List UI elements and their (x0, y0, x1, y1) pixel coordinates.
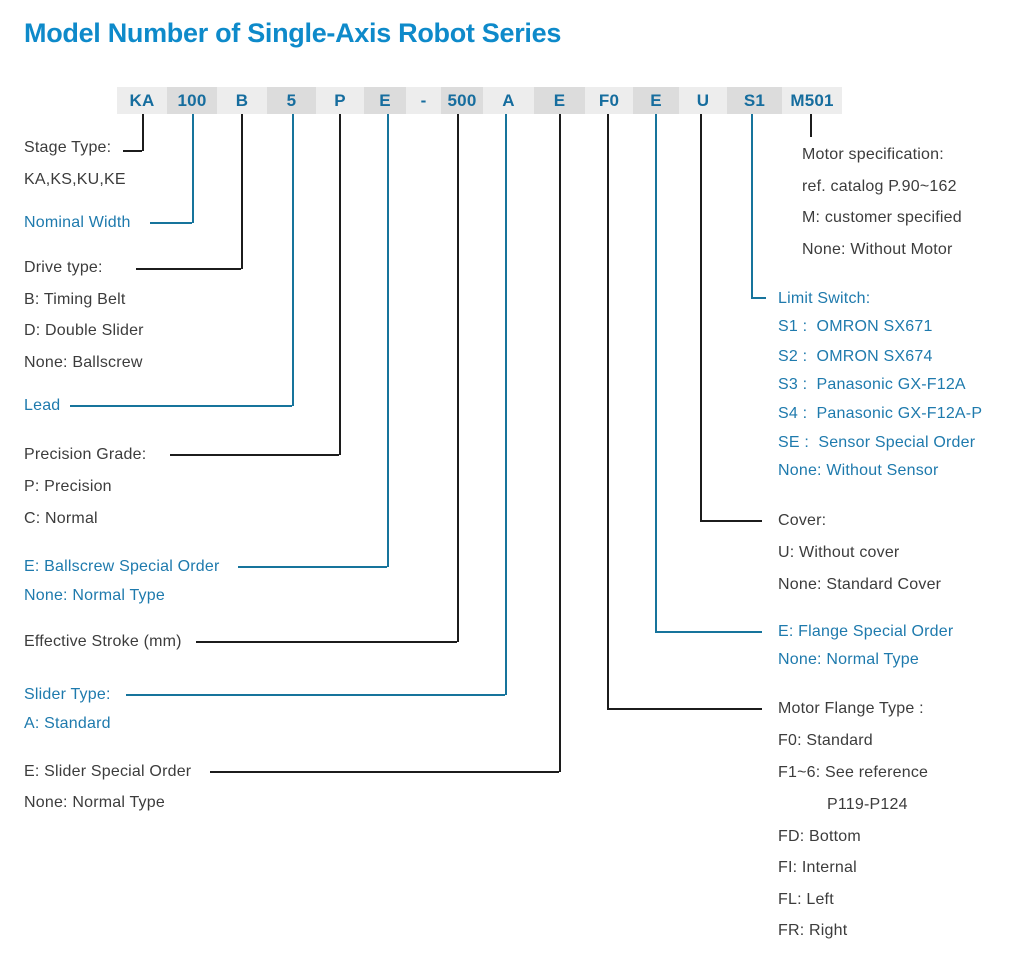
limit-switch-option-s3: S3 : Panasonic GX-F12A (778, 376, 966, 393)
connector-cover-vline (700, 114, 702, 521)
slider-type-heading: Slider Type: (24, 686, 111, 703)
effective-stroke-heading: Effective Stroke (mm) (24, 633, 182, 650)
connector-slider-sp-vline (559, 114, 561, 772)
motor-flange-option-fl: FL: Left (778, 891, 834, 908)
connector-switch-hline (751, 297, 766, 299)
model-code-strip: KA 100 B 5 P E - 500 A E F0 E U S1 M501 (117, 87, 842, 114)
connector-slider-vline (505, 114, 507, 695)
cover-heading: Cover: (778, 512, 827, 529)
connector-drive-hline (136, 268, 241, 270)
ballscrew-special-option-e: E: Ballscrew Special Order (24, 558, 220, 575)
drive-type-option-b: B: Timing Belt (24, 291, 126, 308)
connector-stage-vline (142, 114, 144, 151)
model-code-segment-slider: A (483, 87, 534, 114)
model-code-segment-flange: F0 (585, 87, 633, 114)
connector-flange-sp-vline (655, 114, 657, 632)
lead-heading: Lead (24, 397, 61, 414)
stage-type-values: KA,KS,KU,KE (24, 171, 126, 188)
model-code-segment-dash: - (406, 87, 441, 114)
flange-special-option-e: E: Flange Special Order (778, 623, 954, 640)
stage-type-heading: Stage Type: (24, 139, 112, 156)
motor-flange-heading: Motor Flange Type : (778, 700, 924, 717)
connector-motor-vline (810, 114, 812, 137)
cover-option-none: None: Standard Cover (778, 576, 942, 593)
connector-stage-hline (123, 150, 142, 152)
motor-flange-option-f16: F1~6: See reference (778, 764, 929, 781)
model-code-segment-lead: 5 (267, 87, 316, 114)
connector-precision-vline (339, 114, 341, 455)
connector-stroke-hline (196, 641, 457, 643)
motor-flange-option-fd: FD: Bottom (778, 828, 861, 845)
precision-option-c: C: Normal (24, 510, 98, 527)
model-code-segment-flange-sp: E (633, 87, 679, 114)
motor-spec-line-2: ref. catalog P.90~162 (802, 178, 957, 195)
limit-switch-heading: Limit Switch: (778, 290, 871, 307)
connector-slider-hline (126, 694, 505, 696)
drive-type-option-none: None: Ballscrew (24, 354, 143, 371)
slider-special-option-none: None: Normal Type (24, 794, 165, 811)
connector-ballscrew-vline (387, 114, 389, 567)
connector-precision-hline (170, 454, 339, 456)
connector-width-hline (150, 222, 192, 224)
model-code-segment-stage: KA (117, 87, 167, 114)
motor-spec-line-4: None: Without Motor (802, 241, 953, 258)
model-code-segment-ballscrew: E (364, 87, 406, 114)
model-code-segment-cover: U (679, 87, 727, 114)
model-code-segment-switch: S1 (727, 87, 782, 114)
precision-grade-heading: Precision Grade: (24, 446, 147, 463)
connector-drive-vline (241, 114, 243, 269)
connector-flange-vline (607, 114, 609, 709)
motor-spec-line-3: M: customer specified (802, 209, 962, 226)
nominal-width-heading: Nominal Width (24, 214, 131, 231)
connector-flange-hline (607, 708, 762, 710)
connector-ballscrew-hline (238, 566, 387, 568)
model-code-segment-width: 100 (167, 87, 217, 114)
ballscrew-special-option-none: None: Normal Type (24, 587, 165, 604)
limit-switch-option-s1: S1 : OMRON SX671 (778, 318, 933, 335)
motor-flange-reference: P119-P124 (827, 796, 908, 813)
limit-switch-option-none: None: Without Sensor (778, 462, 939, 479)
motor-spec-line-1: Motor specification: (802, 146, 944, 163)
connector-flange-sp-hline (655, 631, 762, 633)
model-code-segment-drive: B (217, 87, 267, 114)
cover-option-u: U: Without cover (778, 544, 900, 561)
model-code-segment-precision: P (316, 87, 364, 114)
limit-switch-option-se: SE : Sensor Special Order (778, 434, 976, 451)
limit-switch-option-s4: S4 : Panasonic GX-F12A-P (778, 405, 983, 422)
model-code-segment-slider-sp: E (534, 87, 585, 114)
connector-slider-sp-hline (210, 771, 559, 773)
model-code-segment-stroke: 500 (441, 87, 483, 114)
page-title: Model Number of Single-Axis Robot Series (24, 18, 562, 48)
connector-width-vline (192, 114, 194, 223)
connector-lead-vline (292, 114, 294, 406)
motor-flange-option-f0: F0: Standard (778, 732, 873, 749)
motor-flange-option-fr: FR: Right (778, 922, 848, 939)
slider-type-option-a: A: Standard (24, 715, 111, 732)
flange-special-option-none: None: Normal Type (778, 651, 919, 668)
drive-type-option-d: D: Double Slider (24, 322, 144, 339)
motor-flange-option-fi: FI: Internal (778, 859, 857, 876)
drive-type-heading: Drive type: (24, 259, 103, 276)
connector-switch-vline (751, 114, 753, 299)
model-code-segment-motor: M501 (782, 87, 842, 114)
limit-switch-option-s2: S2 : OMRON SX674 (778, 348, 933, 365)
connector-cover-hline (700, 520, 762, 522)
connector-lead-hline (70, 405, 292, 407)
slider-special-option-e: E: Slider Special Order (24, 763, 192, 780)
connector-stroke-vline (457, 114, 459, 642)
precision-option-p: P: Precision (24, 478, 112, 495)
